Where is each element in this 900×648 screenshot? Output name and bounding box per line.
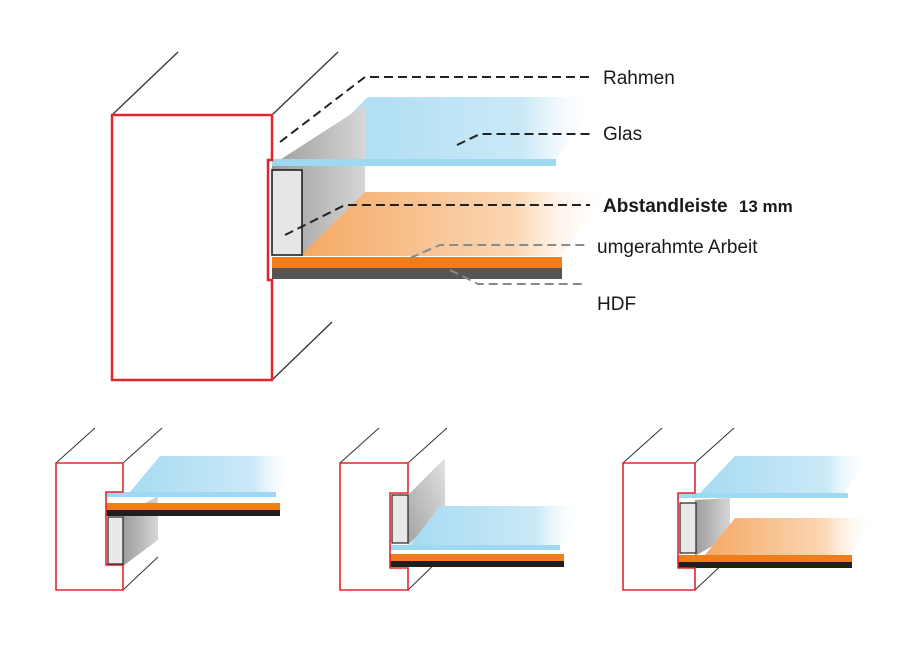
hdf-layer <box>106 510 280 516</box>
glass-pane <box>678 493 848 498</box>
frame-edge <box>271 51 339 116</box>
spacer-bar <box>271 169 303 256</box>
label-abstandleiste-size: 13 mm <box>739 197 793 216</box>
label-glas: Glas <box>603 124 642 145</box>
variant-spacer-glass-front <box>622 427 875 591</box>
glass-surface <box>410 506 580 545</box>
artwork-surface <box>705 518 875 555</box>
spacer-bar <box>391 494 409 544</box>
frame-profile <box>339 462 409 591</box>
frame-edge <box>111 51 179 116</box>
frame-edge <box>407 427 448 464</box>
artwork-layer <box>272 257 562 268</box>
frame-edge <box>694 427 735 464</box>
artwork-layer <box>390 554 564 561</box>
frame-profile <box>110 113 274 382</box>
frame-profile <box>55 462 124 591</box>
variant-spacer-in-front-glass-back <box>339 427 580 591</box>
frame-edge <box>339 427 380 464</box>
glass-pane <box>390 545 560 550</box>
label-abstandleiste-text: Abstandleiste <box>603 196 728 217</box>
leader-hdf <box>449 269 585 285</box>
label-arbeit: umgerahmte Arbeit <box>597 237 758 258</box>
glass-surface <box>130 456 295 492</box>
spacer-bar <box>107 516 124 565</box>
label-abstandleiste: Abstandleiste 13 mm <box>603 196 793 217</box>
glass-surface <box>700 456 870 493</box>
glass-pane <box>106 492 276 497</box>
hdf-layer <box>272 268 562 279</box>
leader-rahmen <box>279 76 590 143</box>
frame-edge <box>622 427 663 464</box>
frame-edge <box>271 321 333 381</box>
artwork-surface <box>300 192 610 256</box>
rebate-wall <box>408 458 445 545</box>
spacer-bar <box>679 502 697 554</box>
label-rahmen: Rahmen <box>603 68 675 89</box>
frame-edge <box>122 427 163 464</box>
glass-surface <box>305 97 598 160</box>
frame-profile <box>622 462 696 591</box>
hdf-layer <box>390 561 564 567</box>
leader-glas <box>456 133 590 146</box>
label-hdf: HDF <box>597 294 636 315</box>
rebate-wall <box>695 498 730 556</box>
frame-edge <box>122 556 159 591</box>
artwork-layer <box>106 503 280 510</box>
leader-arbeit <box>409 244 585 259</box>
leader-abstandleiste <box>284 204 590 236</box>
main-diagram: Rahmen Glas Abstandleiste 13 mm umgerahm… <box>110 51 793 382</box>
artwork-layer <box>678 555 852 562</box>
frame-edge <box>55 427 96 464</box>
hdf-layer <box>678 562 852 568</box>
glass-pane <box>272 159 556 166</box>
variant-spacer-behind-artwork <box>55 427 295 591</box>
